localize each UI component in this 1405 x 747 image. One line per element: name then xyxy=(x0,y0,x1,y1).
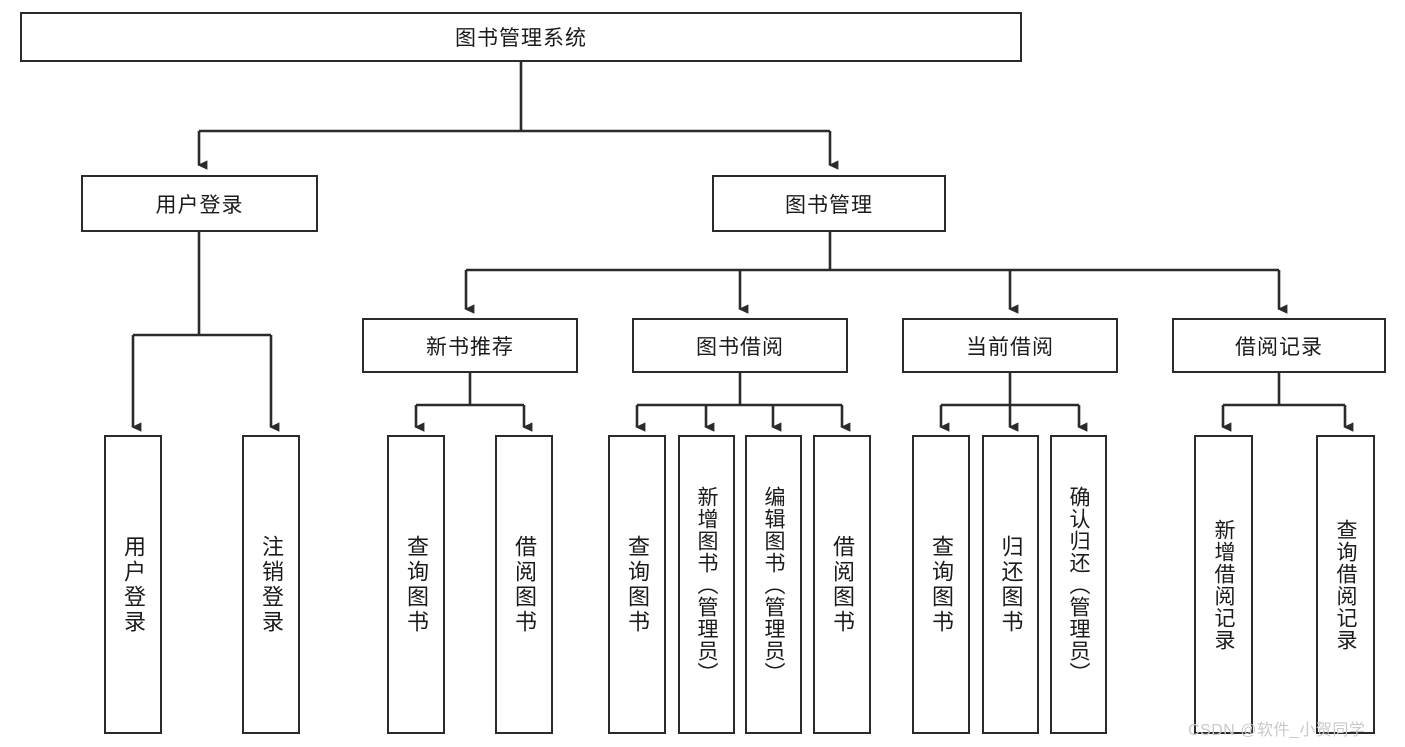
leaf-new-book-query[interactable]: 查询图书 xyxy=(387,435,445,734)
leaf-current-borrow-query[interactable]: 查询图书 xyxy=(912,435,970,734)
node-root-label: 图书管理系统 xyxy=(455,27,587,50)
leaf-borrow-record-add[interactable]: 新增借阅记录 xyxy=(1194,435,1253,734)
node-new-book-recommend-label: 新书推荐 xyxy=(426,335,514,359)
leaf-new-book-borrow[interactable]: 借阅图书 xyxy=(495,435,553,734)
leaf-label: 借阅图书 xyxy=(512,534,537,635)
node-current-borrow[interactable]: 当前借阅 xyxy=(902,318,1118,373)
node-book-management[interactable]: 图书管理 xyxy=(712,175,946,232)
node-root[interactable]: 图书管理系统 xyxy=(20,12,1022,62)
node-book-borrow[interactable]: 图书借阅 xyxy=(632,318,848,373)
leaf-label: 归还图书 xyxy=(998,534,1024,635)
leaf-current-borrow-return[interactable]: 归还图书 xyxy=(982,435,1039,734)
leaf-label: 注销登录 xyxy=(259,534,284,635)
leaf-label: 编辑图书（管理员） xyxy=(762,485,785,684)
csdn-watermark: CSDN @软件_小贺同学 xyxy=(1188,722,1366,739)
leaf-label: 查询图书 xyxy=(625,534,650,635)
leaf-label: 新增借阅记录 xyxy=(1212,518,1235,651)
leaf-label: 新增图书（管理员） xyxy=(695,485,718,684)
leaf-borrow-record-query[interactable]: 查询借阅记录 xyxy=(1316,435,1375,734)
node-book-borrow-label: 图书借阅 xyxy=(696,335,784,359)
leaf-label: 查询图书 xyxy=(404,534,429,635)
leaf-book-borrow-borrow[interactable]: 借阅图书 xyxy=(813,435,871,734)
leaf-book-borrow-query[interactable]: 查询图书 xyxy=(608,435,666,734)
node-user-login-label: 用户登录 xyxy=(155,193,244,217)
leaf-user-login-logout[interactable]: 注销登录 xyxy=(242,435,300,734)
leaf-label: 借阅图书 xyxy=(830,534,855,635)
leaf-user-login-login[interactable]: 用户登录 xyxy=(104,435,162,734)
leaf-label: 查询借阅记录 xyxy=(1334,518,1357,651)
node-book-management-label: 图书管理 xyxy=(785,193,873,217)
node-user-login[interactable]: 用户登录 xyxy=(81,175,318,232)
leaf-book-borrow-edit[interactable]: 编辑图书（管理员） xyxy=(745,435,802,734)
leaf-book-borrow-add[interactable]: 新增图书（管理员） xyxy=(678,435,735,734)
leaf-current-borrow-confirm-return[interactable]: 确认归还（管理员） xyxy=(1050,435,1107,734)
node-borrow-record-label: 借阅记录 xyxy=(1235,335,1323,359)
node-borrow-record[interactable]: 借阅记录 xyxy=(1172,318,1386,373)
leaf-label: 查询图书 xyxy=(929,534,954,635)
leaf-label: 确认归还（管理员） xyxy=(1067,485,1090,684)
node-new-book-recommend[interactable]: 新书推荐 xyxy=(362,318,578,373)
node-current-borrow-label: 当前借阅 xyxy=(966,335,1054,359)
leaf-label: 用户登录 xyxy=(121,534,146,635)
